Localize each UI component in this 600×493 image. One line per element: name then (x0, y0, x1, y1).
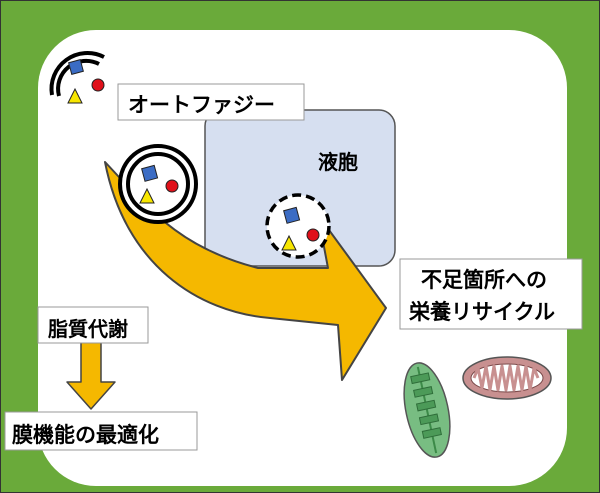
membrane-label-box (4, 411, 198, 451)
recycle-label-line1: 不足箇所への (421, 268, 547, 292)
isolation-membrane-icon (49, 51, 105, 104)
vacuole-label: 液胞 (318, 150, 358, 174)
lipid-label-box (37, 306, 149, 344)
mitochondrion-icon (462, 356, 552, 400)
down-arrow (66, 339, 116, 410)
recycle-label-line2: 栄養リサイクル (409, 300, 555, 324)
recycle-label-box (399, 258, 583, 330)
autophagosome-icon (118, 144, 198, 224)
autophagic-body-icon (265, 193, 331, 259)
autophagy-label-box (117, 83, 305, 121)
chloroplast-icon (403, 362, 451, 458)
autophagy-label: オートファジー (128, 93, 275, 117)
lipid-metabolism-label: 脂質代謝 (48, 317, 128, 341)
membrane-optimization-label: 膜機能の最適化 (12, 423, 159, 447)
